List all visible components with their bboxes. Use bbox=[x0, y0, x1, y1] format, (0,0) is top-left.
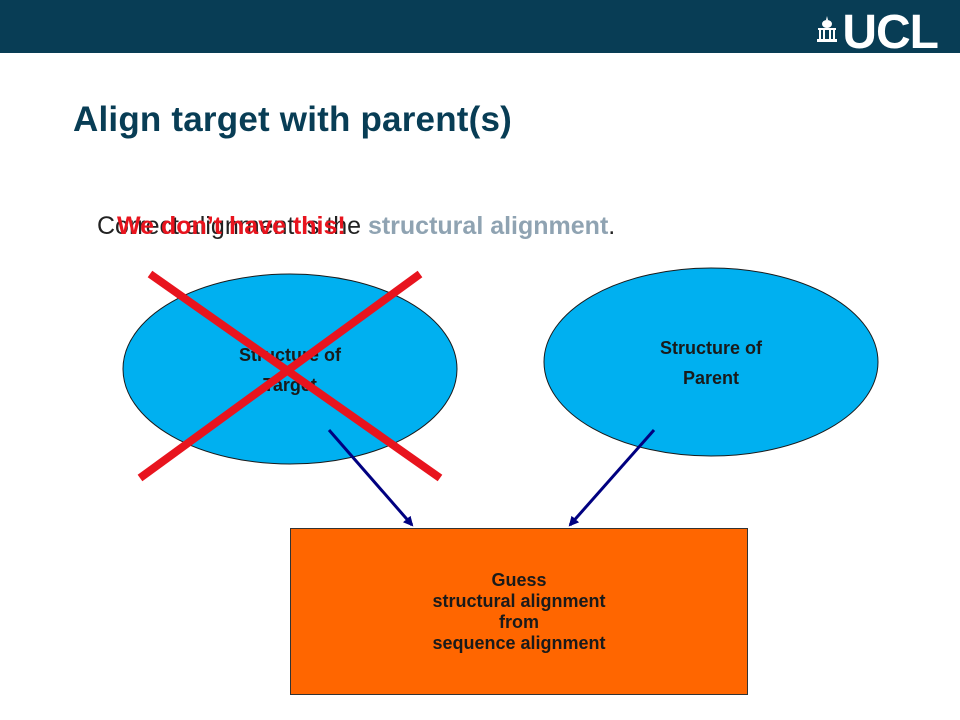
parent-label-line2: Parent bbox=[682, 368, 740, 388]
overlay-warning: We don’t have this! bbox=[117, 212, 346, 240]
target-label: Structure of Target bbox=[190, 340, 390, 400]
header-bar: UCL bbox=[0, 0, 960, 59]
parent-ellipse bbox=[543, 267, 879, 457]
slide-title: Align target with parent(s) bbox=[73, 100, 513, 139]
parent-label-line1: Structure of bbox=[659, 338, 762, 358]
parent-label: Structure of Parent bbox=[611, 333, 811, 393]
portico-icon bbox=[817, 16, 838, 42]
ucl-logo: UCL bbox=[816, 6, 939, 59]
guess-box: Guess structural alignment from sequence… bbox=[290, 528, 748, 695]
sentence-suffix: . bbox=[608, 212, 616, 240]
guess-line2: structural alignment bbox=[432, 590, 606, 611]
target-label-line2: Target bbox=[263, 375, 317, 395]
sentence-prefix: Correct alignment is the bbox=[97, 212, 368, 240]
alignment-sentence: Correct alignment is the structural alig… bbox=[97, 212, 615, 241]
guess-line3: from bbox=[499, 611, 539, 632]
arrow-parent-to-guess bbox=[568, 429, 656, 527]
guess-line4: sequence alignment bbox=[432, 632, 606, 653]
logo-text: UCL bbox=[842, 6, 939, 59]
guess-line1: Guess bbox=[491, 569, 547, 590]
sentence-highlight: structural alignment bbox=[367, 212, 609, 240]
target-label-line1: Structure of bbox=[238, 345, 341, 365]
